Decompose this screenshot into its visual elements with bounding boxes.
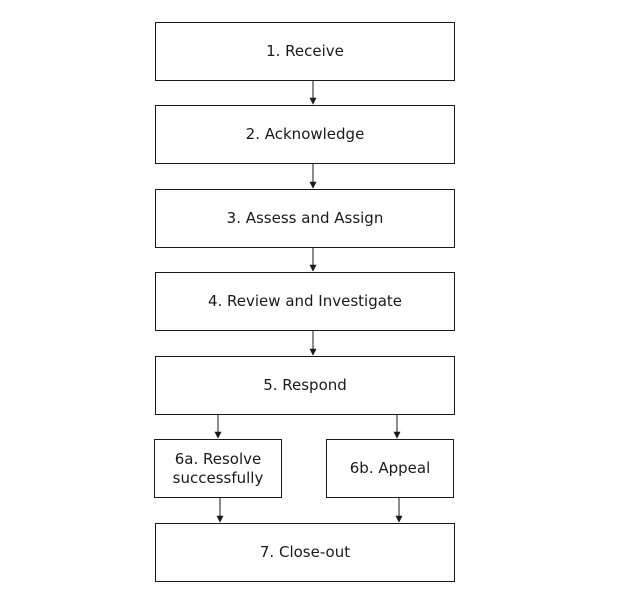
step-assess-label: 3. Assess and Assign: [226, 209, 384, 227]
step-receive-box: 1. Receive: [155, 22, 455, 81]
step-review-label: 4. Review and Investigate: [207, 292, 403, 310]
step-acknowledge-box: 2. Acknowledge: [155, 105, 455, 164]
step-appeal-label: 6b. Appeal: [349, 459, 431, 477]
step-appeal-box: 6b. Appeal: [326, 439, 454, 498]
step-closeout-box: 7. Close-out: [155, 523, 455, 582]
step-resolve-label: 6a. Resolve successfully: [172, 449, 264, 487]
step-closeout-label: 7. Close-out: [259, 543, 351, 561]
step-receive-label: 1. Receive: [266, 42, 344, 60]
step-respond-box: 5. Respond: [155, 356, 455, 415]
step-respond-label: 5. Respond: [263, 376, 347, 394]
step-assess-box: 3. Assess and Assign: [155, 189, 455, 248]
step-acknowledge-label: 2. Acknowledge: [245, 125, 365, 143]
step-review-box: 4. Review and Investigate: [155, 272, 455, 331]
step-resolve-box: 6a. Resolve successfully: [154, 439, 282, 498]
